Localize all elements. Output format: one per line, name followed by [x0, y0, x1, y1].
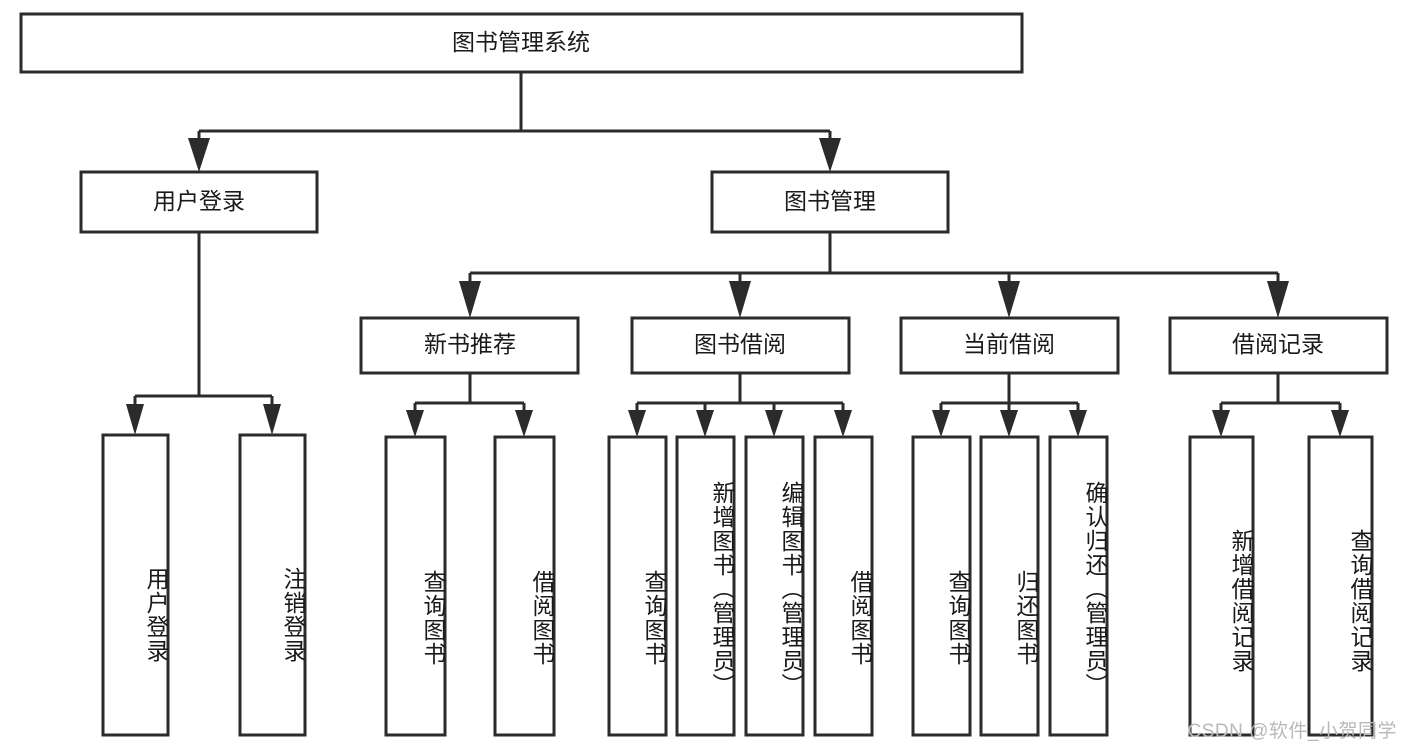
arrowhead-icon-leaf-add-book	[696, 410, 714, 437]
arrowhead-icon-leaf-borrow-book-1	[515, 410, 533, 437]
arrowhead-icon-leaf-query-book-3	[932, 410, 950, 437]
node-box-leaf-borrow-book-2[interactable]	[813, 435, 874, 737]
node-box-leaf-add-book[interactable]	[675, 435, 736, 737]
arrowheads-group	[126, 138, 1349, 437]
node-label-borrow-record: 借阅记录	[1232, 331, 1324, 357]
arrowhead-icon-book-borrow	[729, 281, 751, 318]
node-box-borrow-record[interactable]	[1168, 316, 1389, 375]
node-label-current-borrow: 当前借阅	[963, 331, 1055, 357]
node-box-leaf-add-record[interactable]	[1188, 435, 1255, 737]
node-box-leaf-user-login[interactable]	[101, 433, 170, 737]
node-label-new-book-recommend: 新书推荐	[424, 331, 516, 357]
arrowhead-icon-leaf-query-record	[1331, 410, 1349, 437]
arrowhead-icon-leaf-return-book	[1000, 410, 1018, 437]
node-box-leaf-confirm-return[interactable]	[1048, 435, 1109, 737]
node-label-book-borrow: 图书借阅	[694, 331, 786, 357]
arrowhead-icon-leaf-confirm-return	[1069, 410, 1087, 437]
node-box-leaf-logout[interactable]	[238, 433, 307, 737]
arrowhead-icon-leaf-user-login	[126, 404, 144, 435]
node-box-new-book-recommend[interactable]	[359, 316, 580, 375]
node-box-user-login[interactable]	[79, 170, 319, 234]
arrowhead-icon-leaf-query-book-1	[406, 410, 424, 437]
nodes-group: 图书管理系统 用户登录 图书管理 新书推荐 图书借阅 当前借阅 借阅记录	[19, 12, 1389, 737]
node-box-book-borrow[interactable]	[630, 316, 851, 375]
arrowhead-icon-leaf-query-book-2	[628, 410, 646, 437]
node-label-root: 图书管理系统	[452, 29, 590, 55]
arrowhead-icon-leaf-borrow-book-2	[834, 410, 852, 437]
node-box-leaf-query-record[interactable]	[1307, 435, 1374, 737]
arrowhead-icon-borrow-record	[1267, 281, 1289, 318]
node-box-current-borrow[interactable]	[899, 316, 1120, 375]
arrowhead-icon-leaf-logout	[263, 404, 281, 435]
arrowhead-icon-user-login	[188, 138, 210, 172]
arrowhead-icon-current-borrow	[998, 281, 1020, 318]
node-box-leaf-borrow-book-1[interactable]	[493, 435, 556, 737]
node-box-leaf-return-book[interactable]	[979, 435, 1040, 737]
node-box-leaf-query-book-3[interactable]	[911, 435, 972, 737]
csdn-watermark: CSDN @软件_小贺同学	[1187, 721, 1397, 742]
node-box-root[interactable]	[19, 12, 1024, 74]
node-label-book-management: 图书管理	[784, 188, 876, 214]
arrowhead-icon-leaf-edit-book	[765, 410, 783, 437]
node-box-leaf-query-book-2[interactable]	[607, 435, 668, 737]
arrowhead-icon-book-management	[819, 138, 841, 172]
arrowhead-icon-leaf-add-record	[1212, 410, 1230, 437]
node-box-leaf-edit-book[interactable]	[744, 435, 805, 737]
node-label-user-login: 用户登录	[153, 188, 245, 214]
arrowhead-icon-new-book	[459, 281, 481, 318]
node-box-leaf-query-book-1[interactable]	[384, 435, 447, 737]
node-box-book-management[interactable]	[710, 170, 950, 234]
